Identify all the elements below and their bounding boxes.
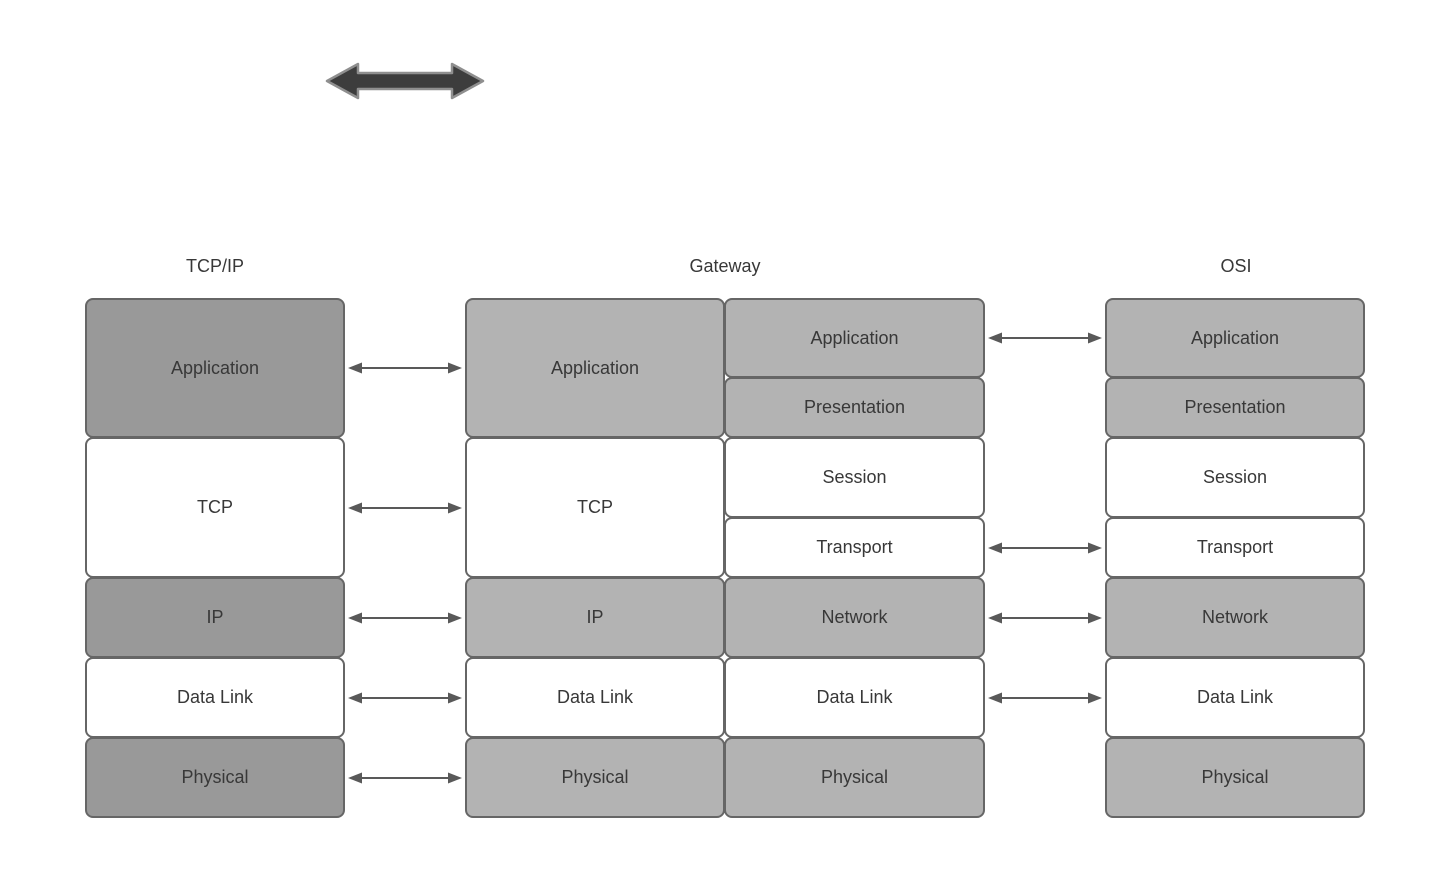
layer-box-tcpip-ip: IP [85,577,345,658]
connector-arrow-tcpip-gateway-data-link [348,692,462,704]
connector-arrow-gateway-osi-application [988,332,1102,344]
connector-arrow-gateway-osi-data-link [988,692,1102,704]
connector-arrow-tcpip-gateway-physical [348,772,462,784]
connector-arrow-tcpip-gateway-tcp [348,502,462,514]
layer-box-gateway-right-presentation: Presentation [724,377,985,438]
layer-box-osi-data-link: Data Link [1105,657,1365,738]
layer-box-gateway-right-physical: Physical [724,737,985,818]
layer-box-gateway-left-data-link: Data Link [465,657,725,738]
connector-arrow-tcpip-gateway-ip [348,612,462,624]
layer-box-tcpip-data-link: Data Link [85,657,345,738]
column-header-gateway: Gateway [689,256,761,276]
layer-box-osi-network: Network [1105,577,1365,658]
layer-box-gateway-right-transport: Transport [724,517,985,578]
connector-arrow-tcpip-gateway-application [348,362,462,374]
layer-box-tcpip-application: Application [85,298,345,438]
layer-box-tcpip-tcp: TCP [85,437,345,578]
layer-box-gateway-left-physical: Physical [465,737,725,818]
column-header-osi: OSI [1220,256,1252,276]
layer-box-gateway-right-data-link: Data Link [724,657,985,738]
column-header-tcpip: TCP/IP [185,256,244,276]
layer-box-osi-transport: Transport [1105,517,1365,578]
layer-box-osi-session: Session [1105,437,1365,518]
layer-box-gateway-left-application: Application [465,298,725,438]
layer-box-gateway-right-application: Application [724,298,985,378]
connector-arrow-gateway-osi-network [988,612,1102,624]
layer-box-osi-physical: Physical [1105,737,1365,818]
layer-box-osi-application: Application [1105,298,1365,378]
layer-box-gateway-right-session: Session [724,437,985,518]
layer-box-gateway-left-ip: IP [465,577,725,658]
layer-box-gateway-right-network: Network [724,577,985,658]
layer-box-tcpip-physical: Physical [85,737,345,818]
horizontal-double-arrow-icon [325,62,485,100]
connector-arrow-gateway-osi-transport [988,542,1102,554]
layer-box-osi-presentation: Presentation [1105,377,1365,438]
layer-box-gateway-left-tcp: TCP [465,437,725,578]
